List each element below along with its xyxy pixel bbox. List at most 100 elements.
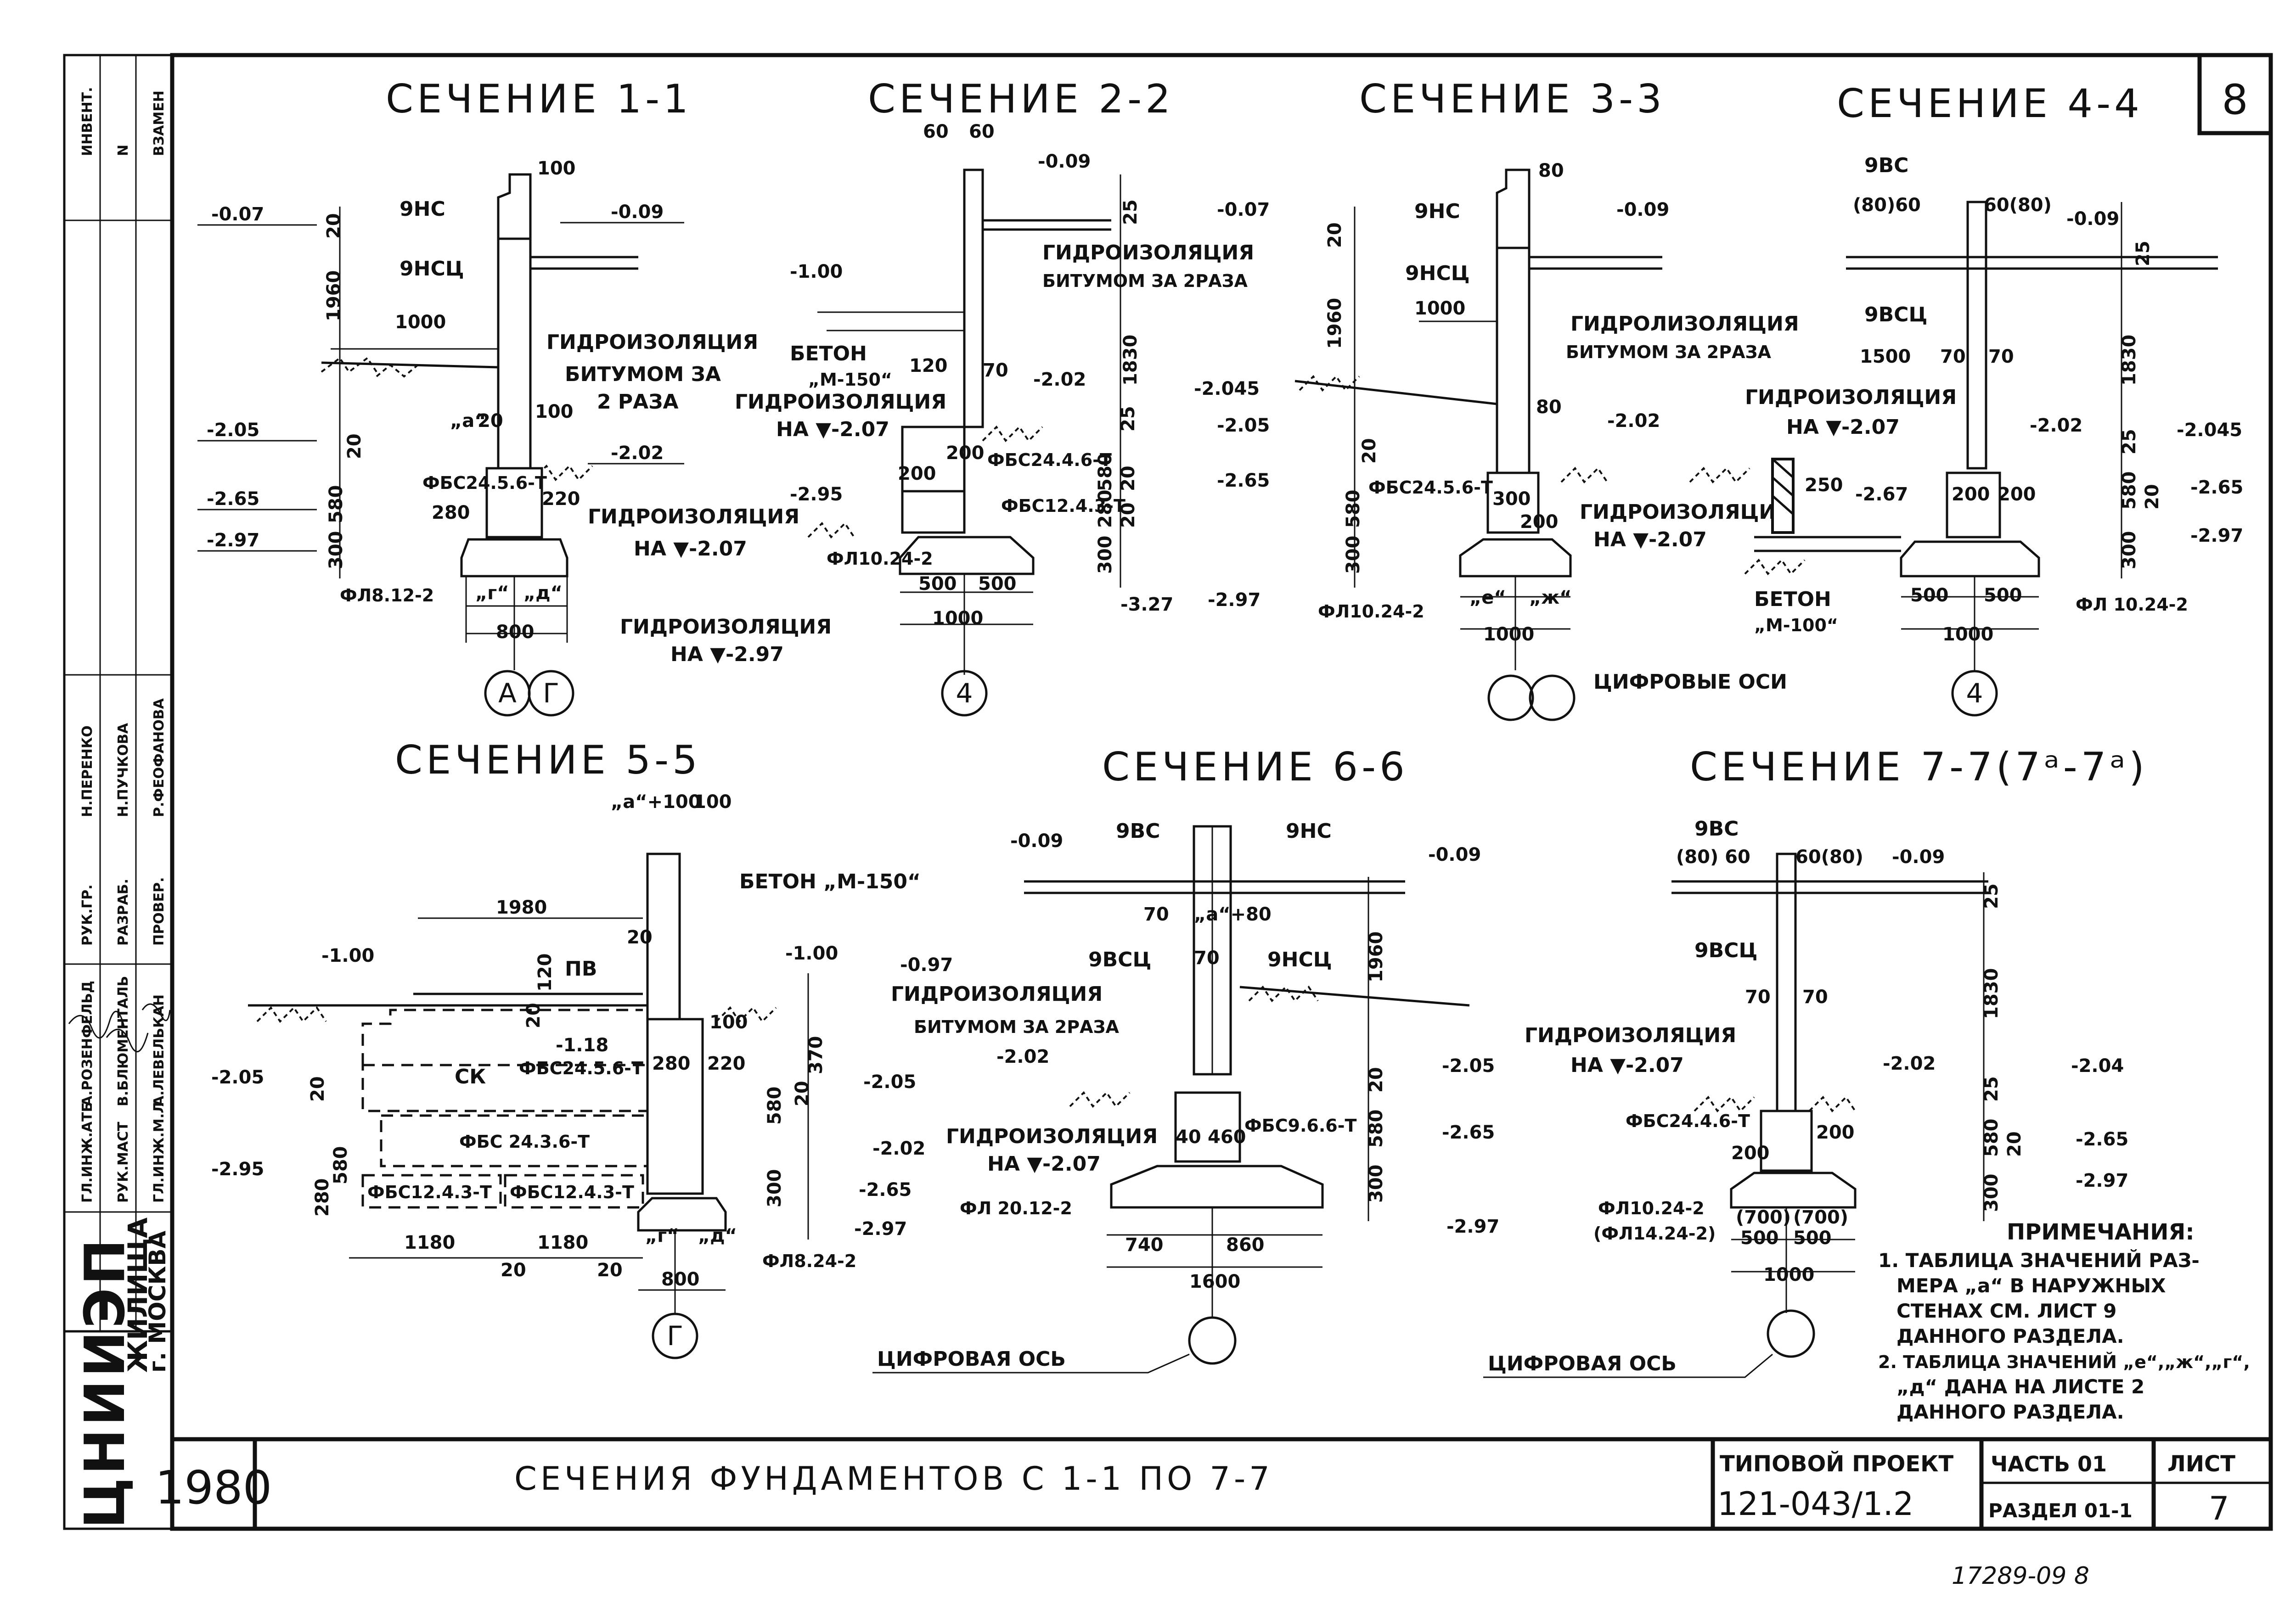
ground-line (1294, 380, 1497, 405)
dim: „а“+80 (1194, 904, 1272, 925)
org-city: г. МОСКВА (144, 1231, 171, 1373)
level: -2.97 (1446, 1216, 1499, 1237)
soil-hatch (1248, 985, 1319, 1003)
level: -0.09 (1010, 830, 1063, 852)
dim: 70 (1988, 346, 2014, 367)
dim: 200 (1816, 1122, 1855, 1143)
dim: 70 (1194, 948, 1220, 969)
year: 1980 (155, 1461, 272, 1515)
signature-scribble-2 (106, 1028, 149, 1053)
section-4-4-title: СЕЧЕНИЕ 4-4 (1837, 81, 2143, 127)
wall (646, 853, 681, 1021)
waterproof-note: НА ▼-2.97 (670, 643, 784, 666)
fbs-small-2 (504, 1174, 644, 1209)
level: -2.05 (1217, 415, 1270, 436)
dim: 500 (918, 573, 957, 595)
concrete-wall-hatched (1771, 458, 1795, 534)
mark: ФЛ10.24-2 (1318, 601, 1424, 622)
dim: 120 (909, 355, 948, 376)
dim: 60(80) (1795, 847, 1863, 868)
section-label: РАЗДЕЛ 01-1 (1988, 1499, 2133, 1522)
section-5-5-title: СЕЧЕНИЕ 5-5 (395, 737, 701, 783)
dim: 200 (1731, 1143, 1770, 1164)
notes-heading: ПРИМЕЧАНИЯ: (2007, 1219, 2195, 1245)
signature-scribble-3 (141, 1003, 171, 1021)
dim: 1600 (1189, 1271, 1240, 1292)
section-1-1-title: СЕЧЕНИЕ 1-1 (386, 76, 692, 122)
dim: 580 (2119, 471, 2140, 510)
mark: ФБС24.4.6-Т (987, 450, 1112, 470)
mark: ФЛ 10.24-2 (2076, 595, 2188, 615)
dim: 20 (597, 1260, 623, 1281)
dim: 580 (1981, 1119, 2002, 1157)
soil-hatch (321, 357, 419, 378)
dim: 1000 (1942, 624, 1993, 645)
mark: ФБС 24.3.6-Т (459, 1132, 590, 1152)
dim: 70 (1143, 904, 1169, 925)
waterproof-note: ГИДРОИЗОЛЯЦИЯ (1580, 500, 1791, 524)
wall (497, 237, 532, 470)
dim: 200 (898, 463, 936, 484)
dim: 500 (1910, 585, 1949, 606)
d-label: „д“ (523, 583, 563, 604)
signature-scribble-1 (68, 1010, 125, 1039)
side-label-n: N (115, 145, 131, 156)
axis-bubble (1529, 674, 1576, 721)
footing (1900, 540, 2040, 578)
mark: 9ВС (1864, 154, 1908, 177)
dim: 580 (326, 485, 347, 524)
level: -2.97 (2190, 525, 2243, 546)
note-line: СТЕНАХ СМ. ЛИСТ 9 (1896, 1300, 2116, 1322)
sign-name-2: Н.ПУЧКОВА (115, 723, 131, 817)
sheet-number-box (2197, 53, 2273, 135)
dim: 280 (652, 1053, 691, 1074)
dim: 70 (1940, 346, 1966, 367)
axis-label: 4 (1966, 678, 1983, 709)
level: -0.09 (1616, 199, 1669, 220)
side-label-invent: ИНВЕНТ. (79, 87, 96, 156)
soil-hatch (1694, 1095, 1755, 1113)
a-label: „а“ (450, 410, 487, 432)
axis-bubble (1767, 1309, 1815, 1358)
section-7-7-title: СЕЧЕНИЕ 7-7(7ᵃ-7ᵃ) (1690, 744, 2148, 790)
sheet-label: ЛИСТ (2167, 1451, 2235, 1477)
mark: ФБС24.5.6-Т (1368, 477, 1493, 498)
waterproof-note: БИТУМОМ ЗА (565, 363, 721, 386)
bottom-note: 17289-09 8 (1952, 1562, 2089, 1590)
ground-line (1239, 986, 1470, 1007)
footing (1110, 1165, 1324, 1209)
dim: 280 (432, 502, 470, 523)
waterproof-note: БИТУМОМ ЗА 2РАЗА (1566, 342, 1771, 362)
waterproof-note: НА ▼-2.07 (987, 1152, 1101, 1176)
level: -2.02 (1607, 410, 1660, 432)
concrete-label: „М-150“ (808, 370, 892, 390)
waterproof-note: НА ▼-2.07 (776, 418, 889, 441)
mark: ФЛ 20.12-2 (960, 1198, 1072, 1218)
level: -2.05 (863, 1071, 916, 1093)
mark: ФЛ8.12-2 (340, 585, 434, 606)
dim: 20 (1324, 222, 1345, 248)
level: -1.00 (321, 945, 374, 966)
footing (1459, 538, 1572, 578)
dim: (700) (1736, 1207, 1791, 1228)
sign-name-1: Н.ПЕРЕНКО (79, 725, 96, 817)
waterproof-note: ГИДРОЛИЗОЛЯЦИЯ (1570, 312, 1799, 336)
mark: (ФЛ14.24-2) (1593, 1223, 1716, 1244)
note-line: ДАННОГО РАЗДЕЛА. (1896, 1325, 2124, 1347)
dim: 20 (1118, 466, 1139, 491)
axis-label: 4 (956, 678, 973, 709)
ground-line (321, 361, 499, 369)
section-7-7: СЕЧЕНИЕ 7-7(7ᵃ-7ᵃ) 9ВС (80) 60 60(80) -0… (1483, 744, 2148, 1378)
footing (637, 1197, 727, 1232)
axis-bubble (941, 670, 988, 717)
level: -1.00 (785, 943, 838, 964)
waterproof-note: ГИДРОИЗОЛЯЦИЯ (946, 1125, 1158, 1148)
waterproof-note: НА ▼-2.07 (634, 537, 747, 561)
wall-top (497, 173, 532, 239)
level: -1.18 (556, 1035, 608, 1056)
level: -2.97 (854, 1218, 907, 1240)
concrete-label: БЕТОН (790, 342, 867, 365)
dim: 120 (535, 954, 556, 992)
dim: 580 (1366, 1110, 1387, 1148)
